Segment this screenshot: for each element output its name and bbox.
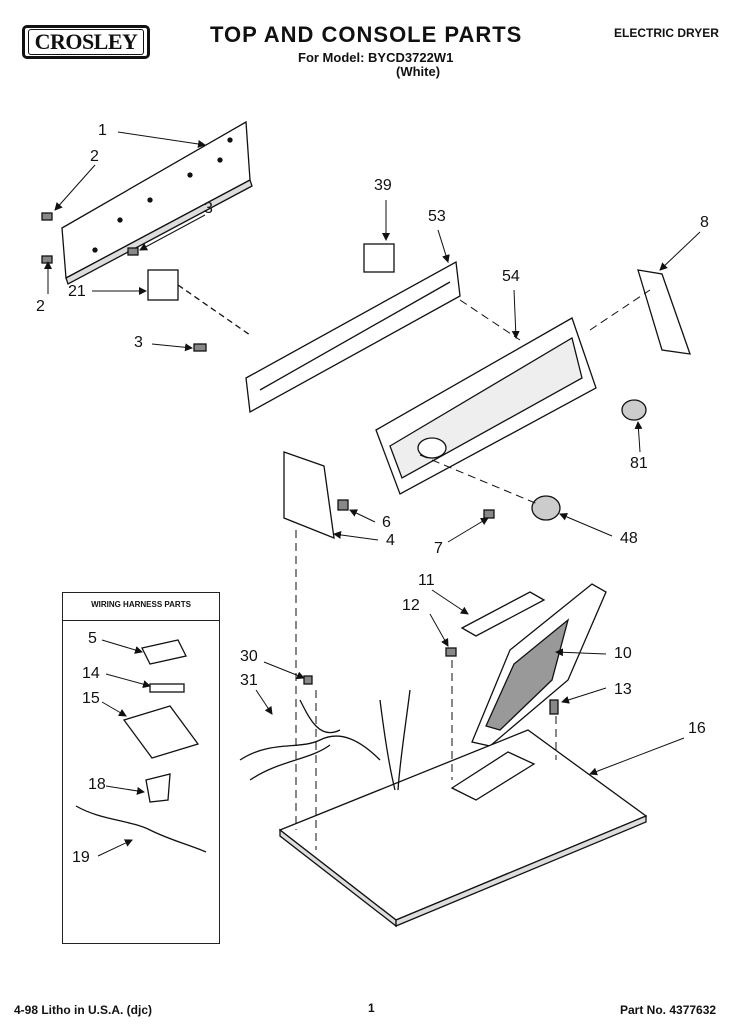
print-info: 4-98 Litho in U.S.A. (djc) [14, 1003, 153, 1017]
callout-13: 13 [614, 681, 632, 698]
connector-part-5 [141, 639, 187, 665]
console-part-54 [375, 317, 597, 495]
callout-19: 19 [72, 849, 90, 866]
top-panel-part-16 [278, 729, 648, 928]
screw-part-2a [41, 212, 53, 221]
callout-7: 7 [434, 540, 443, 557]
callout-21: 21 [68, 283, 86, 300]
callout-81: 81 [630, 455, 648, 472]
clip-part-18 [145, 773, 171, 803]
callout-30: 30 [240, 648, 258, 665]
callout-15: 15 [82, 690, 100, 707]
callout-11: 11 [418, 572, 435, 589]
callout-1: 1 [98, 122, 107, 139]
product-type: ELECTRIC DRYER [614, 26, 719, 40]
callout-2a: 2 [90, 148, 99, 165]
screw-part-3b [193, 343, 207, 352]
part-number: Part No. 4377632 [620, 1003, 717, 1017]
screw-part-7 [483, 509, 495, 519]
rear-panel-part-1 [61, 120, 253, 285]
wiring-harness-parts-box [62, 592, 220, 944]
callout-48: 48 [620, 530, 638, 547]
knob-part-48 [531, 495, 561, 521]
end-cap-part-8 [637, 269, 691, 355]
screw-part-3a [127, 247, 139, 256]
callout-39: 39 [374, 177, 392, 194]
block-part-15 [122, 705, 200, 759]
knob-part-81 [621, 399, 647, 421]
brand-logo: CROSLEY [22, 25, 150, 59]
callout-12: 12 [402, 597, 420, 614]
callout-53: 53 [428, 208, 446, 225]
callout-54: 54 [502, 268, 520, 285]
harness-box-divider [62, 620, 220, 621]
timer-part-21 [147, 269, 251, 336]
harness-box-title: WIRING HARNESS PARTS [91, 600, 191, 609]
cord-part-19 [75, 805, 207, 853]
callout-4: 4 [386, 532, 395, 549]
model-color: (White) [396, 64, 441, 79]
callout-8: 8 [700, 214, 709, 231]
screw-part-6 [337, 499, 349, 511]
callout-14: 14 [82, 665, 100, 682]
callout-5: 5 [88, 630, 97, 647]
page-number: 1 [368, 1001, 375, 1015]
switch-part-39 [363, 243, 395, 273]
callout-31: 31 [240, 672, 258, 689]
terminal-part-30 [303, 675, 313, 685]
bracket-part-4 [283, 451, 335, 540]
console-bracket-part-53 [245, 260, 461, 414]
filter-cover-part-11 [460, 591, 546, 637]
callout-6: 6 [382, 514, 391, 531]
callout-10: 10 [614, 645, 632, 662]
callout-16: 16 [688, 720, 706, 737]
callout-18: 18 [88, 776, 106, 793]
page-title: TOP AND CONSOLE PARTS [210, 22, 523, 47]
wiring-harness-part-31 [239, 689, 411, 791]
callout-3a: 3 [204, 200, 213, 217]
model-number: For Model: BYCD3722W1 [298, 50, 454, 65]
screw-part-12 [445, 647, 457, 657]
callout-3b: 3 [134, 334, 143, 351]
lint-filter-part-10 [471, 583, 607, 747]
screw-part-2b [41, 255, 53, 264]
brand-name: CROSLEY [27, 29, 145, 55]
callout-2b: 2 [36, 298, 45, 315]
screw-part-13 [549, 699, 559, 715]
